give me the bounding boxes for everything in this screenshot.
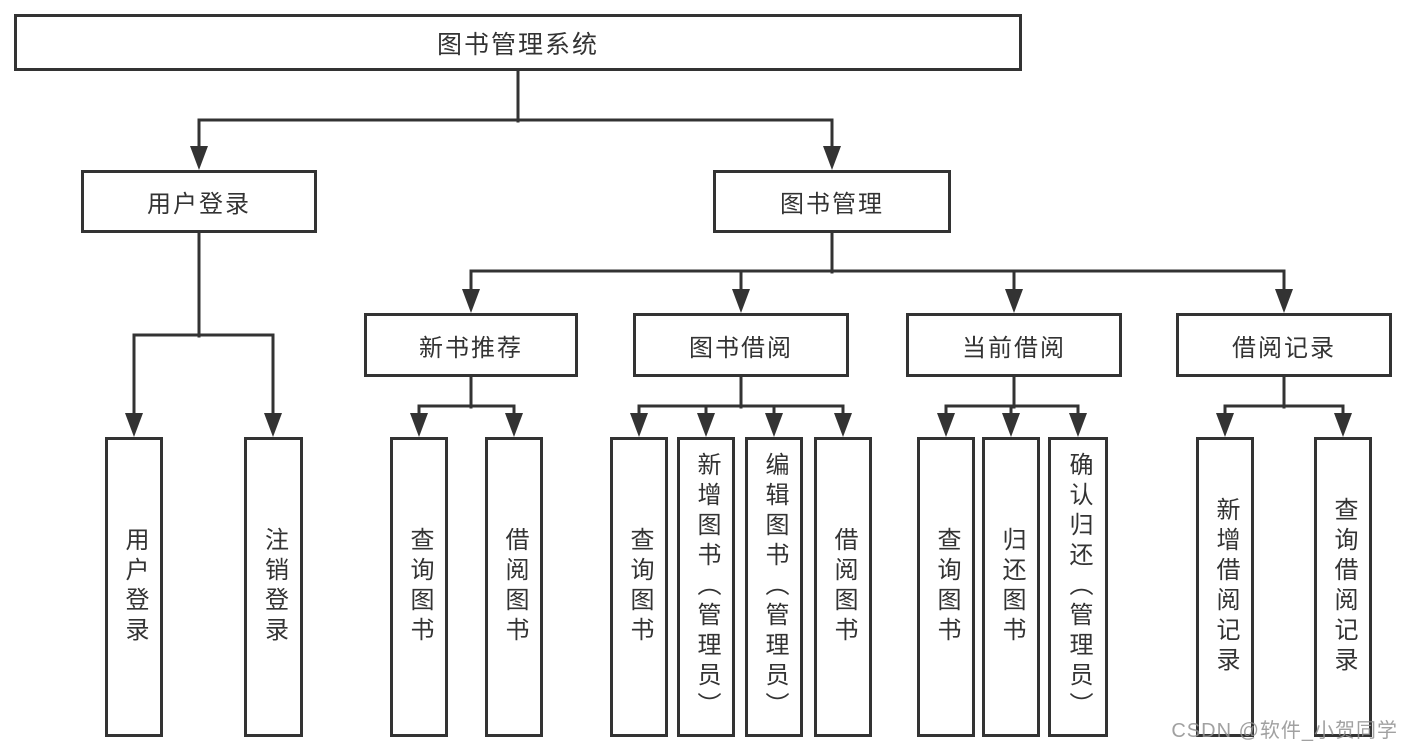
- leaf-label: 注销登录: [260, 527, 288, 647]
- leaf-query-books-current: 查询图书: [917, 437, 975, 737]
- node-new-book-recommend: 新书推荐: [364, 313, 578, 377]
- leaf-query-borrow-record: 查询借阅记录: [1314, 437, 1372, 737]
- node-label: 当前借阅: [962, 334, 1066, 362]
- leaf-query-books-recommend: 查询图书: [390, 437, 448, 737]
- leaf-return-books: 归还图书: [982, 437, 1040, 737]
- leaf-label: 新增图书（管理员）: [693, 452, 720, 722]
- leaf-label: 借阅图书: [830, 527, 857, 647]
- leaf-label: 查询图书: [406, 527, 433, 647]
- leaf-add-borrow-record: 新增借阅记录: [1196, 437, 1254, 737]
- leaf-label: 确认归还（管理员）: [1065, 452, 1092, 722]
- leaf-borrow-books: 借阅图书: [814, 437, 872, 737]
- leaf-label: 编辑图书（管理员）: [761, 452, 788, 722]
- leaf-add-books-admin: 新增图书（管理员）: [677, 437, 735, 737]
- node-label: 图书管理: [780, 191, 884, 218]
- leaf-label: 查询借阅记录: [1330, 497, 1357, 677]
- leaf-logout: 注销登录: [244, 437, 303, 737]
- leaf-confirm-return-admin: 确认归还（管理员）: [1048, 437, 1108, 737]
- node-library-management-system: 图书管理系统: [14, 14, 1022, 71]
- node-label: 图书借阅: [689, 334, 793, 362]
- node-borrow-records: 借阅记录: [1176, 313, 1392, 377]
- leaf-label: 归还图书: [998, 527, 1025, 647]
- csdn-watermark: CSDN @软件_小贺同学: [1171, 720, 1398, 742]
- arrowheads: [125, 146, 1352, 437]
- leaf-user-login: 用户登录: [105, 437, 163, 737]
- leaf-borrow-books-recommend: 借阅图书: [485, 437, 543, 737]
- node-label: 借阅记录: [1232, 334, 1336, 362]
- node-user-login: 用户登录: [81, 170, 317, 233]
- leaf-label: 查询图书: [626, 527, 653, 647]
- node-book-borrow: 图书借阅: [633, 313, 849, 377]
- leaf-label: 用户登录: [121, 527, 148, 647]
- node-label: 图书管理系统: [436, 30, 599, 59]
- leaf-edit-books-admin: 编辑图书（管理员）: [745, 437, 803, 737]
- leaf-query-books-borrow: 查询图书: [610, 437, 668, 737]
- leaf-label: 借阅图书: [501, 527, 528, 647]
- node-current-borrow: 当前借阅: [906, 313, 1122, 377]
- node-label: 用户登录: [147, 191, 251, 218]
- node-label: 新书推荐: [419, 334, 523, 362]
- node-book-management: 图书管理: [713, 170, 951, 233]
- leaf-label: 查询图书: [933, 527, 960, 647]
- leaf-label: 新增借阅记录: [1212, 497, 1239, 677]
